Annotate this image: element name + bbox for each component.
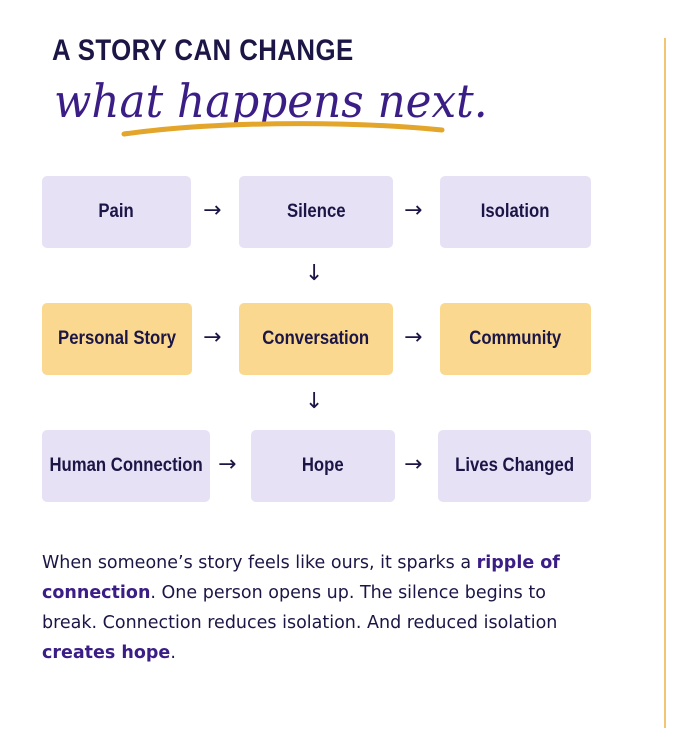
right-arrow-icon: → bbox=[203, 325, 222, 350]
node-isolation: Isolation bbox=[440, 176, 591, 248]
highlight-ripple: ripple of connection bbox=[42, 553, 560, 603]
right-arrow-icon: → bbox=[404, 452, 423, 477]
down-arrow-icon: ↓ bbox=[305, 261, 324, 286]
body-paragraph: When someone’s story feels like ours, it… bbox=[42, 553, 560, 663]
right-arrow-icon: → bbox=[404, 198, 423, 223]
node-lives-changed: Lives Changed bbox=[438, 430, 591, 502]
brush-underline bbox=[121, 121, 445, 137]
node-personal-story: Personal Story bbox=[42, 303, 192, 375]
right-arrow-icon: → bbox=[404, 325, 423, 350]
highlight-hope: creates hope bbox=[42, 643, 171, 663]
node-community: Community bbox=[440, 303, 591, 375]
node-conversation: Conversation bbox=[239, 303, 393, 375]
node-pain: Pain bbox=[42, 176, 191, 248]
right-arrow-icon: → bbox=[218, 452, 237, 477]
heading-line-1: A STORY CAN CHANGE bbox=[52, 34, 354, 67]
node-human-connection: Human Connection bbox=[42, 430, 210, 502]
down-arrow-icon: ↓ bbox=[305, 389, 324, 414]
node-hope: Hope bbox=[251, 430, 395, 502]
decorative-edge-line bbox=[664, 38, 666, 728]
node-silence: Silence bbox=[239, 176, 393, 248]
right-arrow-icon: → bbox=[203, 198, 222, 223]
heading-line-2: what happens next. bbox=[54, 74, 488, 128]
